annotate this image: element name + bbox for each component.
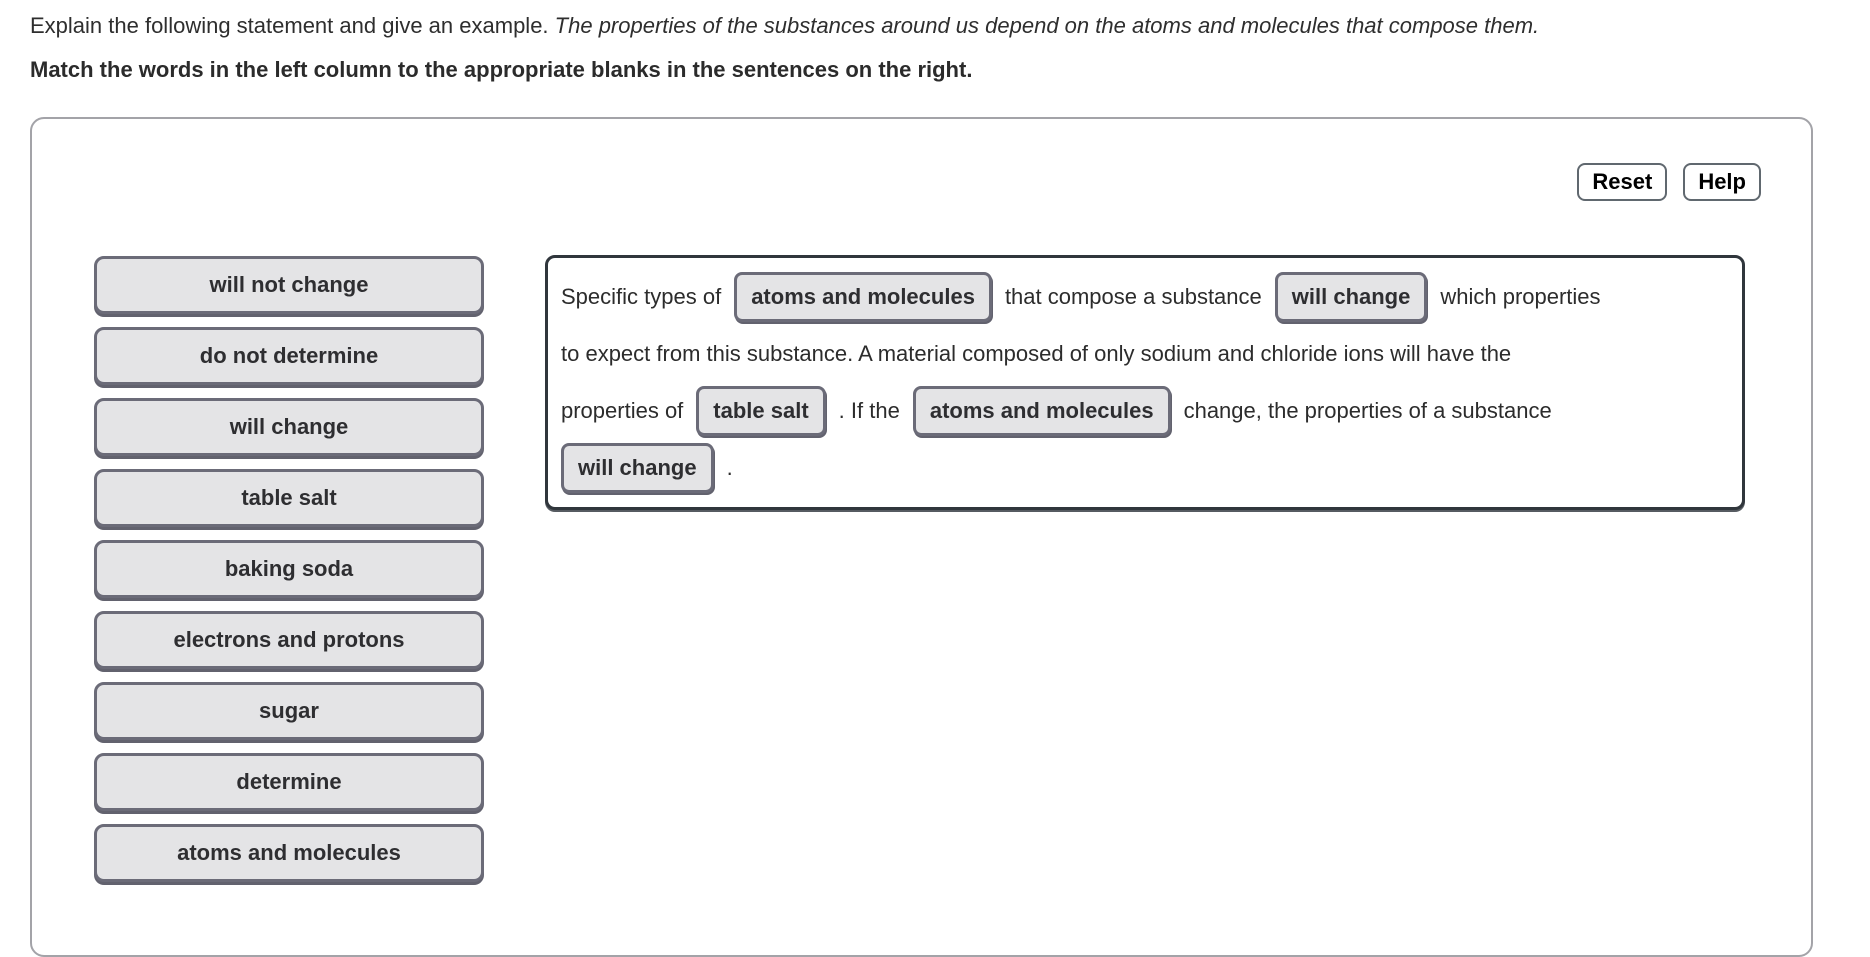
instruction-regular: Explain the following statement and give…: [30, 13, 549, 38]
sentence-text: Specific types of: [561, 284, 722, 310]
sentence-line: will change.: [561, 439, 1729, 496]
filled-blank-chip[interactable]: atoms and molecules: [734, 272, 992, 323]
word-bank-chip[interactable]: do not determine: [94, 327, 484, 385]
sentence-text: to expect from this substance. A materia…: [561, 341, 1512, 367]
word-bank-chip[interactable]: atoms and molecules: [94, 824, 484, 882]
sentence-text: .: [726, 454, 733, 480]
filled-blank-chip[interactable]: will change: [1274, 272, 1428, 323]
sentence-text: properties of: [561, 397, 684, 423]
word-bank-chip[interactable]: will not change: [94, 256, 484, 314]
sentence-text: which properties: [1440, 284, 1601, 310]
sentence-panel: Specific types of atoms and molecules that…: [545, 255, 1745, 510]
instruction-italic: The properties of the substances around …: [554, 13, 1540, 38]
filled-blank-chip[interactable]: will change: [561, 442, 714, 493]
assignment-header: Explain the following statement and give…: [30, 11, 1860, 84]
sentence-line: properties of table salt . If the atoms and…: [561, 383, 1729, 440]
sentence-text: that compose a substance: [1004, 284, 1262, 310]
word-bank-chip[interactable]: table salt: [94, 469, 484, 527]
filled-blank-chip[interactable]: atoms and molecules: [912, 385, 1171, 436]
sentence-text: change, the properties of a substance: [1183, 397, 1552, 423]
sentence-line: to expect from this substance. A materia…: [561, 326, 1729, 383]
word-bank-chip[interactable]: sugar: [94, 682, 484, 740]
reset-button[interactable]: Reset: [1577, 163, 1668, 201]
sentence-text: . If the: [838, 397, 900, 423]
word-bank-chip[interactable]: electrons and protons: [94, 611, 484, 669]
word-bank-chip[interactable]: baking soda: [94, 540, 484, 598]
matching-directions: Match the words in the left column to th…: [30, 57, 973, 82]
filled-blank-chip[interactable]: table salt: [696, 385, 826, 436]
word-bank: will not change do not determine will chan…: [94, 256, 484, 895]
word-bank-chip[interactable]: will change: [94, 398, 484, 456]
instruction-line: Explain the following statement and give…: [30, 11, 1860, 40]
word-bank-chip[interactable]: determine: [94, 753, 484, 811]
toolbar: Reset Help: [1577, 163, 1761, 201]
help-button[interactable]: Help: [1683, 163, 1761, 201]
sentence-line: Specific types of atoms and molecules that…: [561, 269, 1729, 326]
activity-panel: Reset Help will not change do not determi…: [30, 117, 1813, 957]
